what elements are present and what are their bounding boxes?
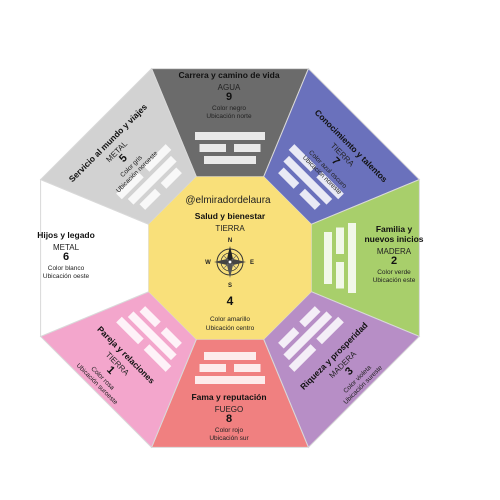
trigram-southeast	[278, 306, 344, 372]
trigram-north	[195, 132, 265, 164]
trigram-bar	[199, 364, 226, 372]
section-location-text: Ubicación oeste	[43, 273, 90, 280]
trigram-bar	[116, 227, 124, 254]
section-number: 2	[391, 255, 397, 267]
trigram-bar	[104, 223, 112, 293]
section-number: 6	[63, 251, 69, 263]
center-location-text: Ubicación centro	[206, 325, 255, 332]
bagua-sectors	[39, 67, 421, 449]
trigram-bar	[288, 144, 317, 172]
trigram-bar	[160, 327, 182, 349]
section-title: Carrera y camino de vida	[178, 70, 279, 80]
trigram-bar	[195, 132, 265, 140]
section-title: Familia y	[376, 224, 413, 234]
section-color-text: Color blanco	[48, 265, 85, 272]
trigram-bar	[336, 262, 344, 289]
trigram-bar	[316, 316, 344, 345]
compass-w: W	[205, 260, 211, 266]
compass-e: E	[250, 260, 254, 266]
trigram-bar	[204, 352, 256, 360]
trigram-south	[195, 352, 265, 384]
compass-s: S	[228, 283, 232, 289]
trigram-northeast	[278, 144, 344, 210]
trigram-bar	[278, 167, 300, 189]
trigram-southwest	[116, 306, 182, 372]
compass-n: N	[228, 238, 232, 244]
trigram-bars	[104, 132, 356, 384]
section-title: Hijos y legado	[37, 230, 95, 240]
trigram-bar	[127, 155, 177, 205]
section-location-text: Ubicación sur	[209, 435, 249, 442]
center-number: 4	[227, 294, 234, 308]
trigram-bar	[336, 227, 344, 254]
trigram-bar	[160, 167, 182, 189]
trigram-bar	[128, 232, 136, 284]
center-title: Salud y bienestar	[195, 211, 266, 221]
center-element: TIERRA	[215, 224, 245, 233]
section-title: Fama y reputación	[191, 392, 266, 402]
center-text: Salud y bienestar TIERRA 4 Color amarill…	[195, 211, 266, 332]
section-element: METAL	[53, 243, 80, 252]
section-title: nuevos inicios	[364, 234, 423, 244]
trigram-bar	[116, 316, 144, 345]
section-color-text: Color verde	[377, 269, 411, 276]
trigram-west	[104, 223, 136, 293]
section-color-text: Color rojo	[215, 427, 244, 434]
trigram-bar	[116, 171, 144, 200]
trigram-northwest	[116, 144, 182, 210]
trigram-bar	[139, 188, 161, 210]
center-color-text: Color amarillo	[210, 316, 250, 323]
trigram-bar	[234, 144, 261, 152]
trigram-east	[324, 223, 356, 293]
trigram-bar	[204, 156, 256, 164]
section-element: MADERA	[377, 247, 412, 256]
trigram-bar	[234, 364, 261, 372]
trigram-bar	[278, 327, 300, 349]
trigram-bar	[143, 344, 172, 372]
trigram-bar	[288, 344, 317, 372]
trigram-bar	[283, 155, 333, 205]
trigram-bar	[299, 188, 321, 210]
section-number: 8	[226, 413, 232, 425]
section-location-text: Ubicación este	[373, 277, 416, 284]
handle-text: @elmiradordelaura	[185, 195, 271, 206]
trigram-bar	[348, 223, 356, 293]
trigram-bar	[299, 306, 321, 328]
trigram-bar	[283, 311, 333, 361]
section-location-text: Ubicación norte	[206, 113, 252, 120]
section-element: FUEGO	[215, 405, 243, 414]
trigram-bar	[127, 311, 177, 361]
trigram-bar	[199, 144, 226, 152]
compass-icon	[214, 246, 246, 278]
trigram-bar	[116, 262, 124, 289]
trigram-bar	[324, 232, 332, 284]
trigram-bar	[143, 144, 172, 172]
section-element: AGUA	[218, 83, 241, 92]
trigram-bar	[195, 376, 265, 384]
section-color-text: Color negro	[212, 105, 246, 112]
trigram-bar	[139, 306, 161, 328]
trigram-bar	[316, 171, 344, 200]
section-number: 9	[226, 91, 232, 103]
